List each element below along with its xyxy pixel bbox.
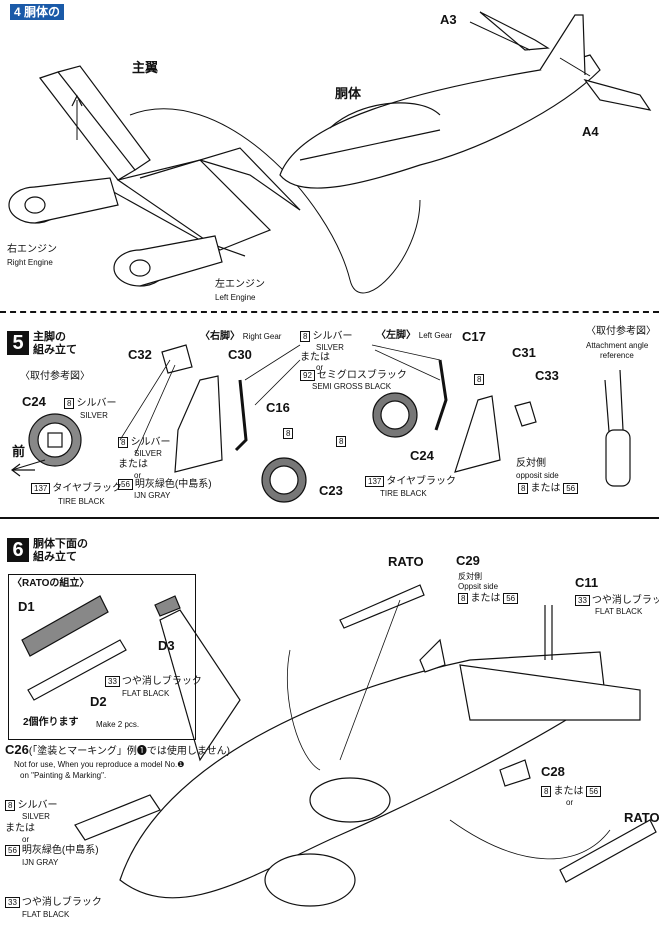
label-right-engine-jp: 右エンジン <box>7 244 57 255</box>
divider-4-5 <box>0 311 659 313</box>
wing-assembly-drawing <box>8 65 421 294</box>
opposite-side-en: opposit side <box>516 471 559 480</box>
fuselage-underside-drawing <box>74 584 657 907</box>
c17-color-8: 8 <box>474 374 486 385</box>
label-c24-ref: C24 <box>22 394 46 409</box>
label-c24-mid: C24 <box>410 448 434 463</box>
label-right-engine-en: Right Engine <box>7 258 53 267</box>
c29-opp-jp: 反対側 <box>458 572 482 581</box>
rato-assembly-box <box>8 574 196 740</box>
label-c33: C33 <box>535 368 559 383</box>
rato-box-title: 〈RATOの組立〉 <box>12 578 90 589</box>
c26-silver-en: SILVER <box>22 812 50 821</box>
label-c29: C29 <box>456 553 480 568</box>
tire-color-ref-en: TIRE BLACK <box>58 497 105 506</box>
c26-note-en1: Not for use, When you reproduce a model … <box>14 760 185 769</box>
c29-opp-en: Oppsit side <box>458 582 499 591</box>
attach-ref-en1: Attachment angle <box>586 341 649 350</box>
c26-note-en2: on "Painting & Marking". <box>20 771 107 780</box>
divider-5-6 <box>0 517 659 519</box>
header-logo: 4 胴体の <box>10 4 65 20</box>
right-gear-header: 〈右脚〉 Right Gear <box>200 331 282 342</box>
make-2-en: Make 2 pcs. <box>96 720 140 729</box>
label-c23: C23 <box>319 483 343 498</box>
label-c11: C11 <box>575 575 599 590</box>
step-6-title: 胴体下面の組み立て <box>33 538 88 563</box>
label-main-wing: 主翼 <box>132 60 159 75</box>
label-rato-top: RATO <box>388 554 424 569</box>
label-d2: D2 <box>90 694 107 709</box>
semi-gloss-spec-en: SEMI GROSS BLACK <box>312 382 392 391</box>
tire-spec-en: TIRE BLACK <box>380 489 427 498</box>
label-c16: C16 <box>266 400 290 415</box>
step-6-number: 6 <box>7 538 29 562</box>
c26-flat-en: FLAT BLACK <box>22 910 70 919</box>
label-c31: C31 <box>512 345 536 360</box>
step-5-number: 5 <box>7 331 29 355</box>
label-c32: C32 <box>128 347 152 362</box>
c24-color-8: 8 <box>336 436 348 447</box>
label-c17: C17 <box>462 329 486 344</box>
c16-color-8: 8 <box>283 428 295 439</box>
gear-or-en: or <box>134 471 142 480</box>
or-jp: または <box>300 352 330 363</box>
label-a4: A4 <box>582 124 599 139</box>
or-en: or <box>316 363 324 372</box>
make-2-jp: 2個作ります <box>23 717 79 728</box>
attach-ref-jp: 〈取付参考図〉 <box>586 326 656 337</box>
main-gear-drawing <box>11 344 631 503</box>
label-left-engine-jp: 左エンジン <box>215 279 265 290</box>
opposite-side-jp: 反対側 <box>516 458 546 469</box>
c26-ijn-en: IJN GRAY <box>22 858 59 867</box>
gear-silver-spec-en: SILVER <box>134 449 162 458</box>
c26-or-en: or <box>22 835 30 844</box>
label-d1: D1 <box>18 599 35 614</box>
label-left-engine-en: Left Engine <box>215 293 256 302</box>
label-a3: A3 <box>440 12 457 27</box>
label-c28: C28 <box>541 764 565 779</box>
label-rato-bottom: RATO <box>624 810 659 825</box>
c26-or-jp: または <box>5 823 35 834</box>
silver-spec-en: SILVER <box>316 343 344 352</box>
label-front: 前 <box>12 444 26 459</box>
c28-or-en: or <box>566 798 574 807</box>
rato-flat-black-en: FLAT BLACK <box>122 689 170 698</box>
c11-color-en: FLAT BLACK <box>595 607 643 616</box>
step-5-ref-label: 〈取付参考図〉 <box>20 371 90 382</box>
attach-ref-en2: reference <box>600 351 634 360</box>
c26-header: C26(「塗装とマーキング」例❶では使用しません) <box>5 742 230 757</box>
label-d3: D3 <box>158 638 175 653</box>
c24-ref-color-en: SILVER <box>80 411 108 420</box>
gear-or-jp: または <box>118 459 148 470</box>
step-5-title: 主脚の組み立て <box>33 331 77 356</box>
label-c30: C30 <box>228 347 252 362</box>
fuselage-drawing <box>279 11 652 189</box>
rato-parts-drawing <box>21 595 181 701</box>
left-gear-header: 〈左脚〉 Left Gear <box>376 330 453 341</box>
label-fuselage: 胴体 <box>335 86 362 101</box>
gear-ijn-spec-en: IJN GRAY <box>134 491 171 500</box>
